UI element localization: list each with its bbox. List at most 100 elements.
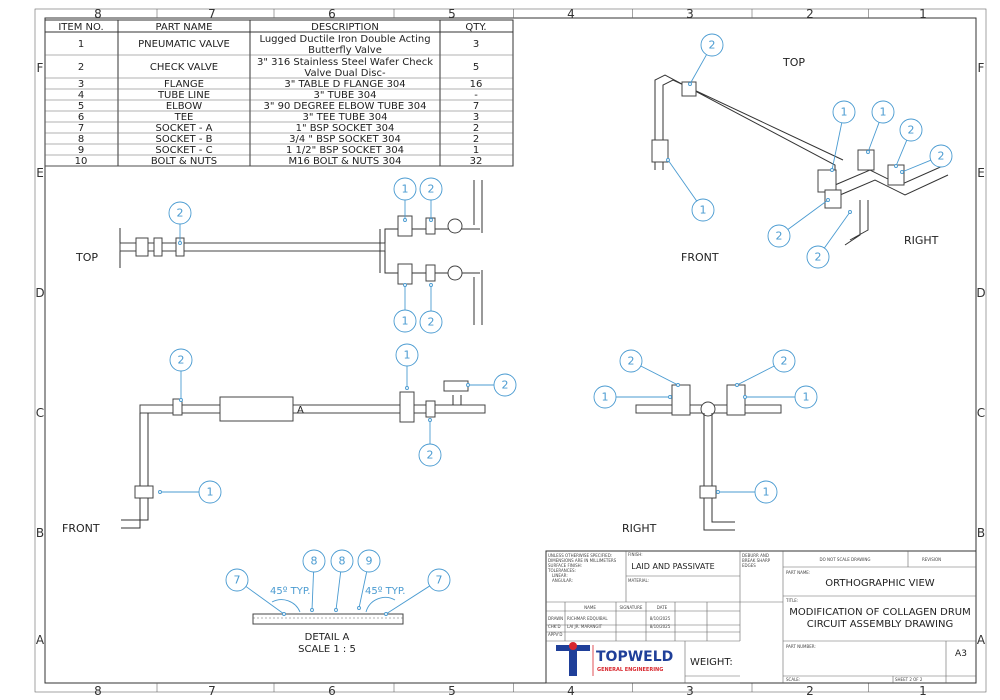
- leader-line: [335, 571, 342, 611]
- leader-line: [824, 211, 851, 249]
- bom-part-name: SOCKET - B: [155, 134, 212, 145]
- balloon-circle: [929, 144, 953, 168]
- leader-line: [689, 54, 707, 85]
- balloon-number: 1: [841, 106, 848, 119]
- balloon-top: 2: [419, 283, 443, 334]
- revision-label: REVISION: [922, 557, 941, 562]
- title-line-2: CIRCUIT ASSEMBLY DRAWING: [807, 619, 953, 630]
- zone-column-top: 6: [328, 7, 336, 21]
- zone-row-right: B: [977, 526, 985, 540]
- zone-column-bottom: 3: [686, 684, 694, 698]
- leader-dot: [826, 198, 830, 202]
- leader-dot: [716, 490, 720, 494]
- title-label: TITLE:: [785, 598, 798, 603]
- bom-qty: 32: [470, 156, 483, 167]
- bom-item-no: 7: [78, 123, 84, 134]
- balloon-iso: 2: [900, 144, 953, 174]
- angle-note-left: 45º TYP.: [270, 586, 310, 597]
- bom-header: QTY.: [465, 22, 486, 33]
- leader-dot: [666, 158, 670, 162]
- balloon-iso: 2: [767, 198, 830, 248]
- tolerance-notes: UNLESS OTHERWISE SPECIFIED:DIMENSIONS AR…: [547, 553, 617, 583]
- detail-scale: SCALE 1 : 5: [298, 644, 356, 655]
- balloon-iso: 2: [894, 118, 923, 168]
- leader-dot: [282, 612, 286, 616]
- leader-dot: [743, 395, 747, 399]
- balloon-number: 2: [938, 150, 945, 163]
- sign-header: DATE: [657, 605, 668, 610]
- balloon-top: 1: [393, 177, 417, 222]
- leader-line: [358, 571, 368, 609]
- right-view: RIGHT: [622, 384, 782, 535]
- leader-dot: [334, 608, 338, 612]
- leader-line: [385, 585, 430, 615]
- zone-row-right: F: [978, 61, 985, 75]
- leader-dot: [384, 612, 388, 616]
- balloon-number: 2: [776, 230, 783, 243]
- leader-line: [787, 199, 829, 230]
- balloon-circle: [871, 100, 895, 124]
- zone-row-left: A: [36, 633, 45, 647]
- zone-row-right: E: [977, 166, 985, 180]
- balloon-circle: [619, 349, 643, 373]
- leader-dot: [676, 383, 680, 387]
- balloon-number: 2: [628, 355, 635, 368]
- sheet-number: SHEET 2 OF 2: [895, 677, 923, 682]
- leader-dot: [735, 383, 739, 387]
- material-label: MATERIAL:: [628, 578, 649, 583]
- balloon-circle: [832, 100, 856, 124]
- bom-description: Lugged Ductile Iron Double Acting: [259, 34, 430, 45]
- sign-role: DRAWN: [548, 616, 563, 621]
- balloon-number: 1: [404, 349, 411, 362]
- balloon-iso: 1: [866, 100, 895, 154]
- sign-date: 8/10/2025: [650, 616, 671, 621]
- balloon-circle: [691, 198, 715, 222]
- zone-column-top: 8: [94, 7, 102, 21]
- bom-description: 3" TUBE 304: [313, 90, 376, 101]
- zone-column-bottom: 6: [328, 684, 336, 698]
- leader-line: [867, 122, 880, 153]
- part-number-label: PART NUMBER:: [786, 644, 816, 649]
- balloon-number: 2: [178, 354, 185, 367]
- balloon-circle: [700, 33, 724, 57]
- front-view-label: FRONT: [62, 522, 100, 535]
- balloon-circle: [493, 373, 517, 397]
- bom-part-name: SOCKET - C: [155, 145, 212, 156]
- bom-qty: 1: [473, 145, 479, 156]
- balloon-number: 1: [402, 183, 409, 196]
- leader-dot: [428, 418, 432, 422]
- bom-item-no: 5: [78, 101, 84, 112]
- bom-qty: 16: [470, 79, 483, 90]
- bom-qty: 7: [473, 101, 479, 112]
- balloon-circle: [198, 480, 222, 504]
- bom-header: ITEM NO.: [58, 22, 103, 33]
- company-subtitle: GENERAL ENGINEERING: [597, 667, 663, 673]
- balloon-right: 2: [619, 349, 680, 387]
- bom-qty: 5: [473, 62, 479, 73]
- bom-qty: 3: [473, 112, 479, 123]
- balloon-detail: 8: [330, 549, 354, 612]
- balloon-circle: [794, 385, 818, 409]
- balloon-circle: [169, 348, 193, 372]
- zone-column-bottom: 7: [208, 684, 216, 698]
- bom-header: DESCRIPTION: [311, 22, 379, 33]
- balloon-number: 2: [815, 251, 822, 264]
- balloon-circle: [427, 568, 451, 592]
- bom-part-name: PNEUMATIC VALVE: [138, 39, 230, 50]
- balloon-circle: [593, 385, 617, 409]
- balloon-number: 8: [339, 555, 346, 568]
- bom-item-no: 3: [78, 79, 84, 90]
- leader-line: [901, 159, 931, 173]
- iso-top-label: TOP: [782, 56, 805, 69]
- zone-row-left: B: [36, 526, 44, 540]
- leader-line: [831, 122, 843, 171]
- balloon-iso: 1: [830, 100, 856, 172]
- balloon-circle: [772, 349, 796, 373]
- title-line-1: MODIFICATION OF COLLAGEN DRUM: [789, 607, 971, 618]
- balloon-front: 2: [466, 373, 517, 397]
